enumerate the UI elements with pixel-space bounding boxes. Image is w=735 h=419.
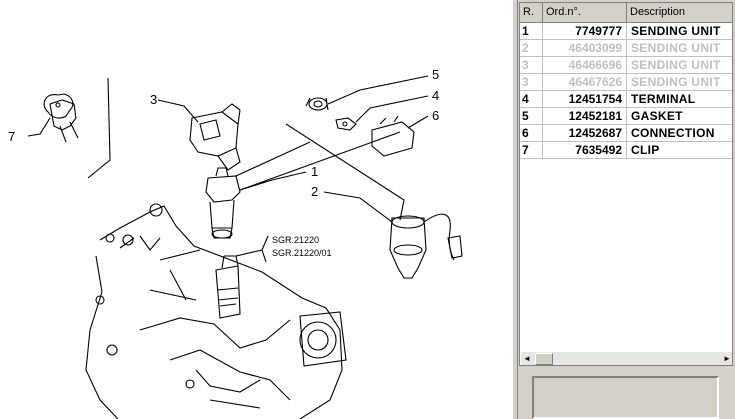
sending-unit-part: [205, 175, 241, 203]
ref-cell: 3: [520, 57, 543, 74]
callout-7: 7: [8, 129, 16, 144]
callout-3: 3: [150, 92, 158, 107]
scroll-thumb[interactable]: [535, 353, 553, 365]
scroll-right-icon[interactable]: ►: [723, 354, 731, 363]
callout-5: 5: [432, 67, 440, 82]
description-cell: SENDING UNIT: [627, 23, 732, 40]
horizontal-scrollbar[interactable]: ◄ ►: [521, 352, 732, 365]
column-header-r[interactable]: R.: [520, 3, 543, 23]
description-cell: GASKET: [627, 108, 732, 125]
exploded-parts-diagram: 3 5 4 6 7 1 2 SGR.21220 SGR.21220/01: [8, 67, 463, 419]
gear-shaft: [215, 265, 241, 319]
ref-cell: 6: [520, 125, 543, 142]
column-header-description[interactable]: Description: [627, 3, 732, 23]
description-cell: CLIP: [627, 142, 732, 159]
column-header-order-number[interactable]: Ord.n°.: [543, 3, 627, 23]
description-cell: SENDING UNIT: [627, 57, 732, 74]
reference-sgr-21220-01: SGR.21220/01: [272, 248, 332, 258]
order-number-cell: 46403099: [543, 40, 627, 57]
description-cell: TERMINAL: [627, 91, 732, 108]
order-number-cell: 46466696: [543, 57, 627, 74]
callout-1: 1: [311, 164, 319, 179]
ref-cell: 7: [520, 142, 543, 159]
scroll-left-icon[interactable]: ◄: [523, 354, 531, 363]
panel-splitter[interactable]: [512, 0, 518, 419]
ref-cell: 2: [520, 40, 543, 57]
order-number-cell: 12451754: [543, 91, 627, 108]
ref-cell: 3: [520, 74, 543, 91]
callout-6: 6: [432, 108, 440, 123]
description-cell: CONNECTION: [627, 125, 732, 142]
notes-panel: [532, 376, 719, 419]
order-number-cell: 7749777: [543, 23, 627, 40]
order-number-cell: 12452687: [543, 125, 627, 142]
ref-cell: 1: [520, 23, 543, 40]
callout-4: 4: [432, 88, 440, 103]
order-number-cell: 12452181: [543, 108, 627, 125]
callout-2: 2: [311, 184, 319, 199]
reference-sgr-21220: SGR.21220: [272, 235, 320, 245]
order-number-cell: 46467626: [543, 74, 627, 91]
description-cell: SENDING UNIT: [627, 74, 732, 91]
diagram-drawing: [27, 75, 463, 419]
order-number-cell: 7635492: [543, 142, 627, 159]
ref-cell: 5: [520, 108, 543, 125]
clip-part: [43, 93, 74, 119]
sensor-part: [189, 111, 239, 157]
description-cell: SENDING UNIT: [627, 40, 732, 57]
ref-cell: 4: [520, 91, 543, 108]
sending-unit-2-part: [389, 217, 427, 279]
